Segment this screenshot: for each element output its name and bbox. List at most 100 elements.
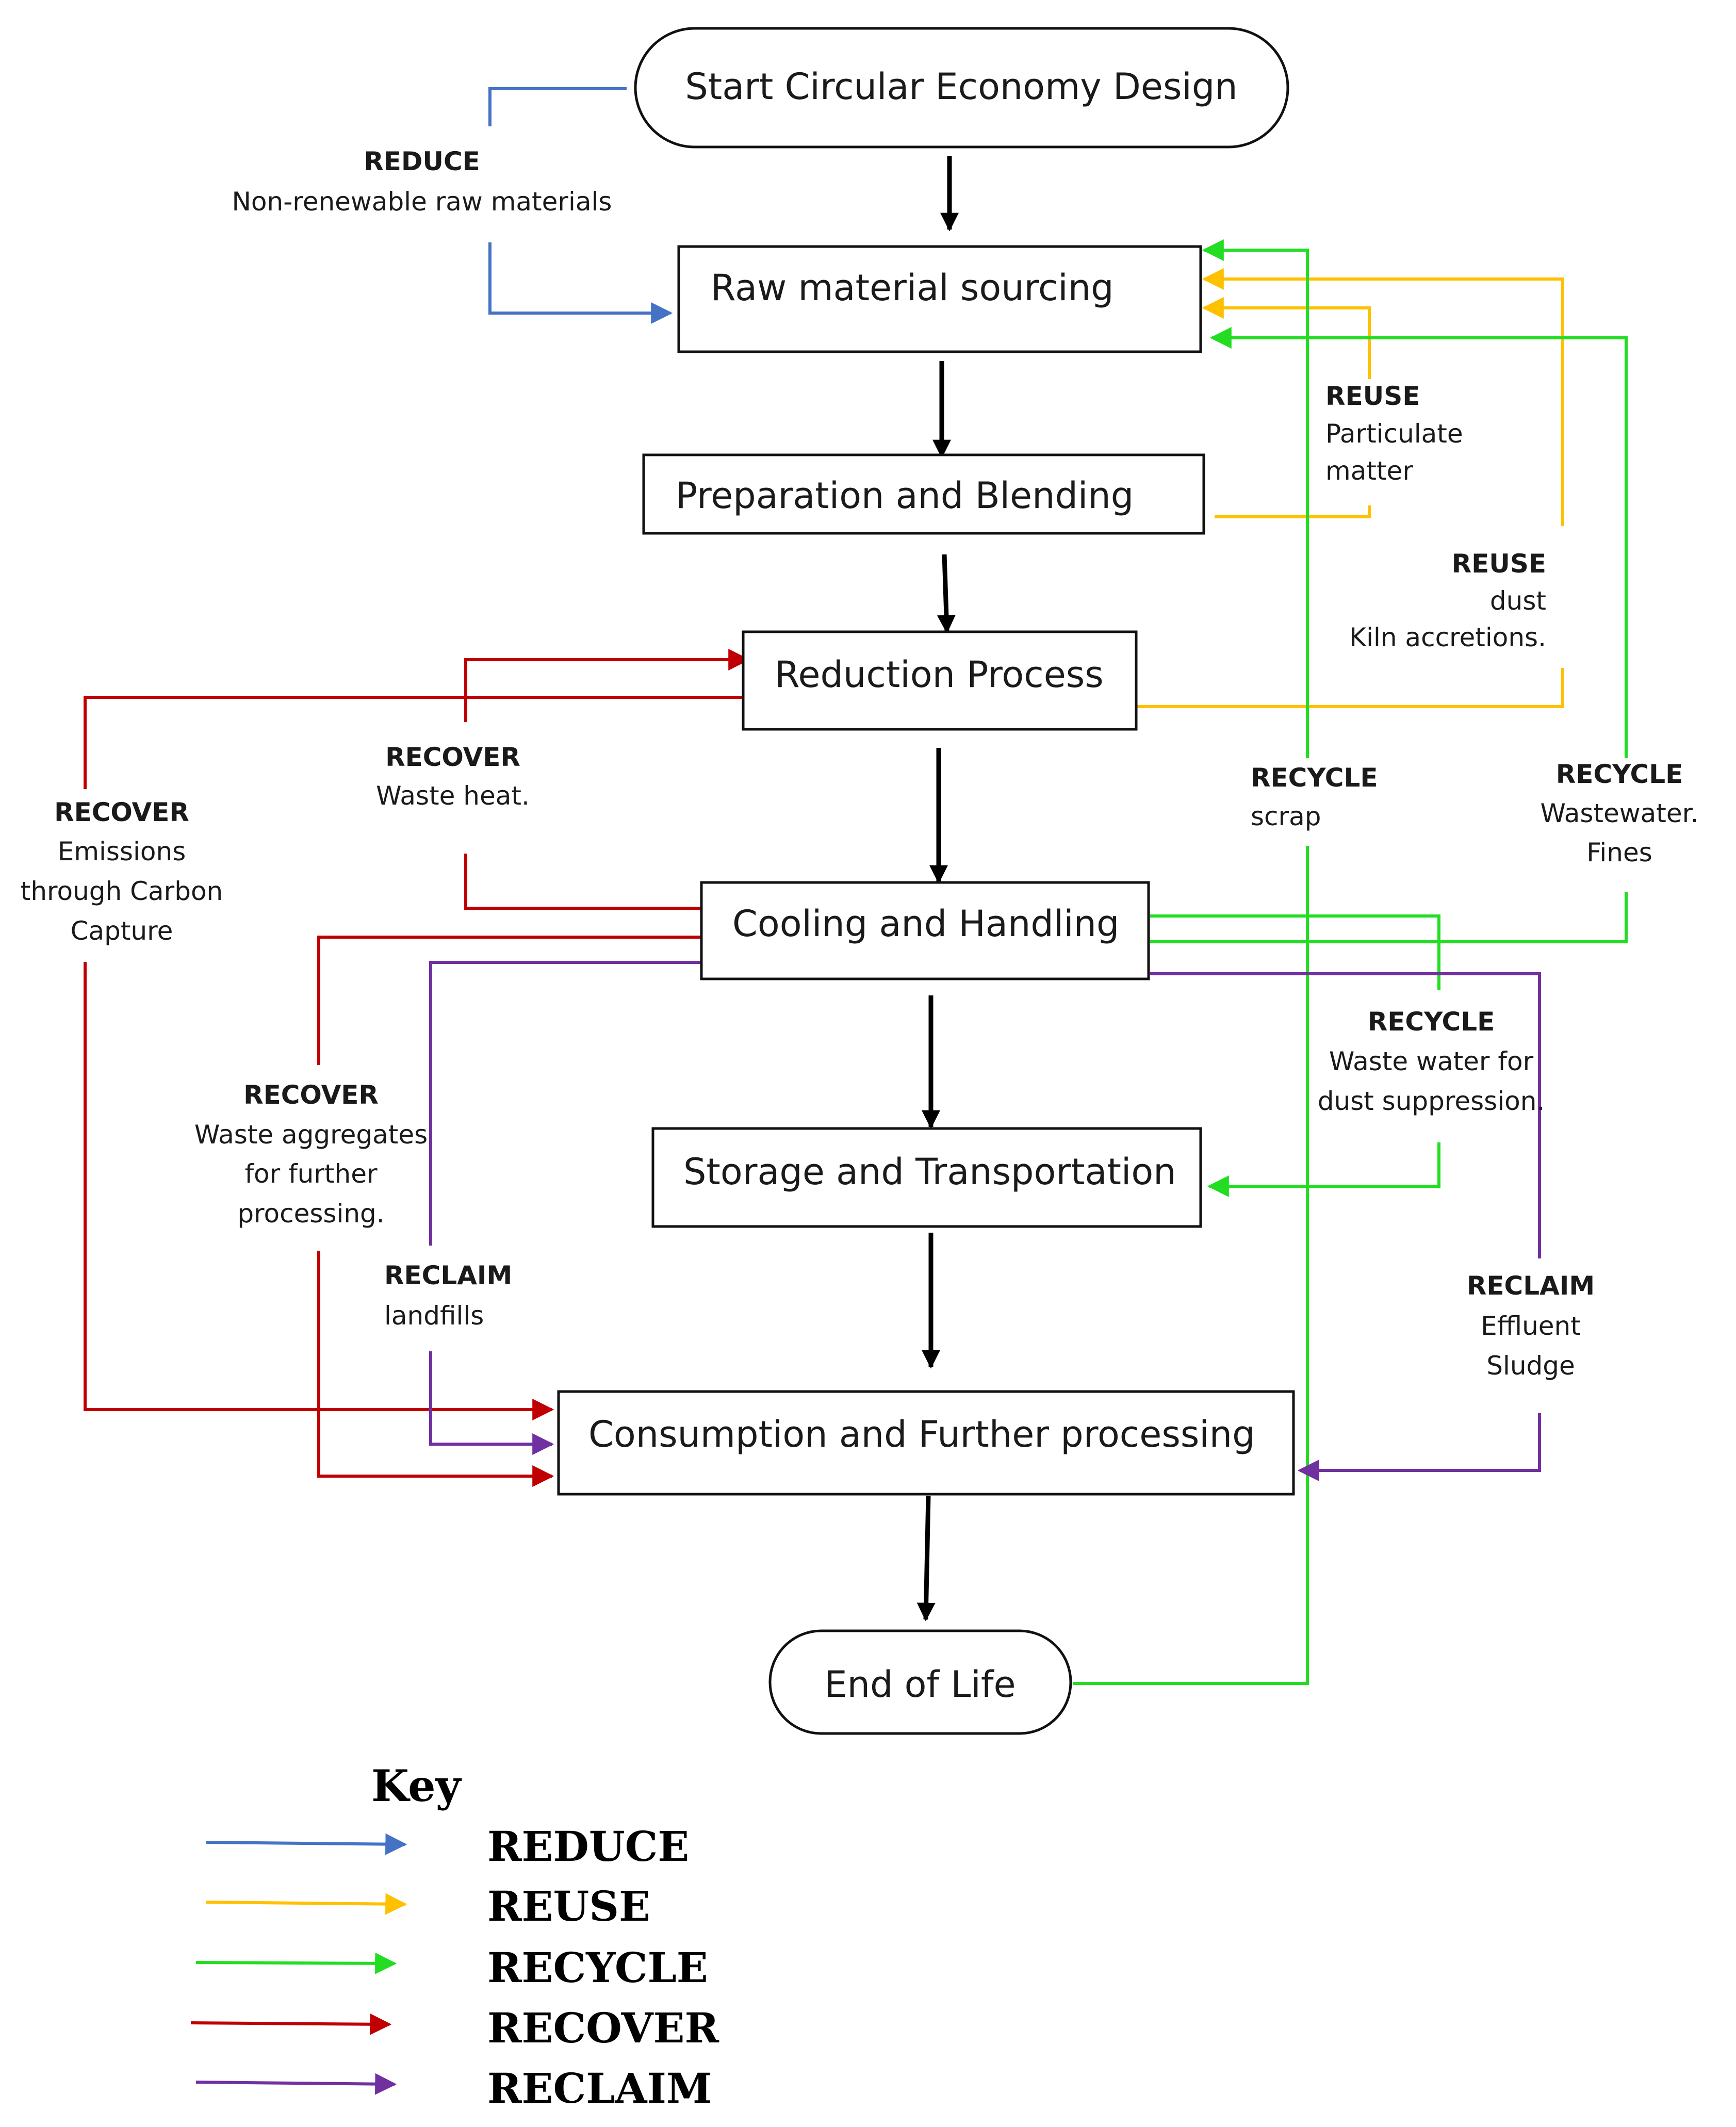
reuse-particulate-out xyxy=(1215,505,1371,518)
reclaim-effluent-out xyxy=(1150,972,1541,1258)
label-reduce-raw: REDUCE Non-renewable raw materials xyxy=(232,146,612,217)
svg-text:REDUCE: REDUCE xyxy=(364,146,480,176)
legend-label-reclaim: RECLAIM xyxy=(487,2064,712,2113)
node-reduction-process: Reduction Process xyxy=(742,630,1138,731)
node-consumption-label: Consumption and Further processing xyxy=(588,1413,1255,1455)
reclaim-connectors xyxy=(429,961,1541,1481)
node-start: Start Circular Economy Design xyxy=(634,27,1289,149)
svg-text:dust suppression.: dust suppression. xyxy=(1318,1086,1545,1116)
svg-text:RECOVER: RECOVER xyxy=(243,1080,379,1110)
legend-label-reduce: REDUCE xyxy=(487,1822,689,1871)
node-start-label: Start Circular Economy Design xyxy=(685,66,1237,108)
legend-title: Key xyxy=(371,1760,462,1811)
recover-aggregates-out xyxy=(317,936,701,1065)
legend-item-reuse: REUSE xyxy=(206,1882,650,1930)
node-preparation-blending: Preparation and Blending xyxy=(642,453,1205,535)
svg-text:Non-renewable raw materials: Non-renewable raw materials xyxy=(232,187,612,217)
arrow-consumption-to-end xyxy=(916,1495,936,1622)
svg-text:processing.: processing. xyxy=(237,1199,384,1229)
recover-aggregates-in xyxy=(317,1251,554,1487)
legend-label-reuse: REUSE xyxy=(487,1882,650,1930)
svg-text:landfills: landfills xyxy=(384,1301,484,1331)
svg-text:Effluent: Effluent xyxy=(1481,1311,1581,1341)
reclaim-landfills-out xyxy=(429,961,701,1246)
svg-text:dust: dust xyxy=(1490,586,1546,616)
recover-heat-in xyxy=(464,649,750,722)
reuse-connectors xyxy=(1137,268,1564,708)
legend-item-recycle: RECYCLE xyxy=(195,1943,708,1992)
reduce-connectors xyxy=(488,87,673,324)
legend-swatch-reduce xyxy=(206,1833,407,1855)
svg-text:REUSE: REUSE xyxy=(1452,549,1546,579)
node-storage-transportation: Storage and Transportation xyxy=(651,1127,1202,1228)
svg-text:Particulate: Particulate xyxy=(1325,419,1463,449)
node-raw-label: Raw material sourcing xyxy=(711,267,1114,309)
svg-text:RECOVER: RECOVER xyxy=(54,797,189,827)
svg-text:Kiln accretions.: Kiln accretions. xyxy=(1349,623,1546,652)
node-cooling-label: Cooling and Handling xyxy=(732,903,1119,945)
label-reclaim-effluent: RECLAIM Effluent Sludge xyxy=(1467,1271,1595,1381)
svg-text:Fines: Fines xyxy=(1586,838,1652,868)
svg-text:matter: matter xyxy=(1325,456,1413,486)
svg-text:REUSE: REUSE xyxy=(1325,381,1420,411)
recycle-connectors xyxy=(1073,239,1628,1685)
recover-connectors xyxy=(84,649,750,1487)
label-recover-emissions: RECOVER Emissions through Carbon Capture xyxy=(21,797,223,946)
node-raw-material-sourcing: Raw material sourcing xyxy=(677,245,1202,353)
svg-text:Waste water for: Waste water for xyxy=(1329,1046,1534,1076)
svg-text:RECLAIM: RECLAIM xyxy=(384,1261,512,1290)
recycle-wastewater-in xyxy=(1209,327,1628,758)
recover-emissions-out xyxy=(84,696,745,789)
node-end-label: End of Life xyxy=(824,1663,1016,1706)
svg-text:RECOVER: RECOVER xyxy=(385,742,520,772)
legend-label-recover: RECOVER xyxy=(487,2004,719,2052)
reuse-dust-in xyxy=(1202,268,1564,526)
svg-text:RECYCLE: RECYCLE xyxy=(1556,759,1683,789)
legend-swatch-reuse xyxy=(206,1893,407,1915)
node-consumption-processing: Consumption and Further processing xyxy=(557,1390,1295,1496)
node-prep-label: Preparation and Blending xyxy=(676,475,1134,517)
svg-text:RECYCLE: RECYCLE xyxy=(1368,1007,1495,1037)
reuse-particulate-in xyxy=(1202,297,1371,379)
label-reuse-dust: REUSE dust Kiln accretions. xyxy=(1349,549,1546,652)
legend-item-reclaim: RECLAIM xyxy=(195,2064,712,2113)
recover-heat-out xyxy=(464,854,701,910)
svg-text:Sludge: Sludge xyxy=(1486,1351,1575,1381)
reclaim-landfills-in xyxy=(429,1351,554,1455)
legend-item-recover: RECOVER xyxy=(190,2004,719,2052)
legend-item-reduce: REDUCE xyxy=(206,1822,689,1871)
label-recover-aggregates: RECOVER Waste aggregates for further pro… xyxy=(194,1080,428,1229)
svg-text:for further: for further xyxy=(244,1159,378,1189)
recycle-scrap-upper xyxy=(1202,239,1309,758)
svg-text:Emissions: Emissions xyxy=(58,837,186,866)
svg-text:Wastewater.: Wastewater. xyxy=(1540,798,1698,828)
node-reduction-label: Reduction Process xyxy=(775,653,1104,696)
recycle-scrap-lower xyxy=(1073,846,1309,1685)
label-recycle-wastewater: RECYCLE Wastewater. Fines xyxy=(1540,759,1698,868)
recycle-dust-out xyxy=(1150,914,1440,990)
recover-emissions-in xyxy=(84,962,554,1420)
legend-label-recycle: RECYCLE xyxy=(487,1943,708,1992)
svg-text:Waste heat.: Waste heat. xyxy=(376,781,530,811)
node-storage-label: Storage and Transportation xyxy=(683,1151,1176,1193)
reclaim-effluent-in xyxy=(1297,1413,1541,1481)
legend: Key REDUCE REUSE RECYCLE RECOVER RECLAIM xyxy=(190,1760,719,2113)
node-cooling-handling: Cooling and Handling xyxy=(700,881,1150,980)
legend-swatch-recover xyxy=(190,2013,392,2035)
recycle-dust-in xyxy=(1207,1142,1440,1197)
svg-text:RECLAIM: RECLAIM xyxy=(1467,1271,1595,1301)
label-recycle-dust-suppression: RECYCLE Waste water for dust suppression… xyxy=(1318,1007,1545,1116)
legend-swatch-reclaim xyxy=(195,2073,397,2095)
legend-swatch-recycle xyxy=(195,1952,397,1974)
svg-text:RECYCLE: RECYCLE xyxy=(1251,763,1378,793)
reduce-arrow-raw xyxy=(488,87,627,126)
recycle-wastewater-out xyxy=(1150,892,1628,943)
arrow-prep-to-reduction xyxy=(937,554,956,634)
label-recycle-scrap: RECYCLE scrap xyxy=(1251,763,1378,831)
reuse-dust-out xyxy=(1137,668,1564,708)
label-reclaim-landfills: RECLAIM landfills xyxy=(384,1261,512,1331)
svg-text:Capture: Capture xyxy=(71,916,173,946)
svg-text:Waste aggregates: Waste aggregates xyxy=(194,1120,428,1150)
svg-text:through Carbon: through Carbon xyxy=(21,876,223,906)
